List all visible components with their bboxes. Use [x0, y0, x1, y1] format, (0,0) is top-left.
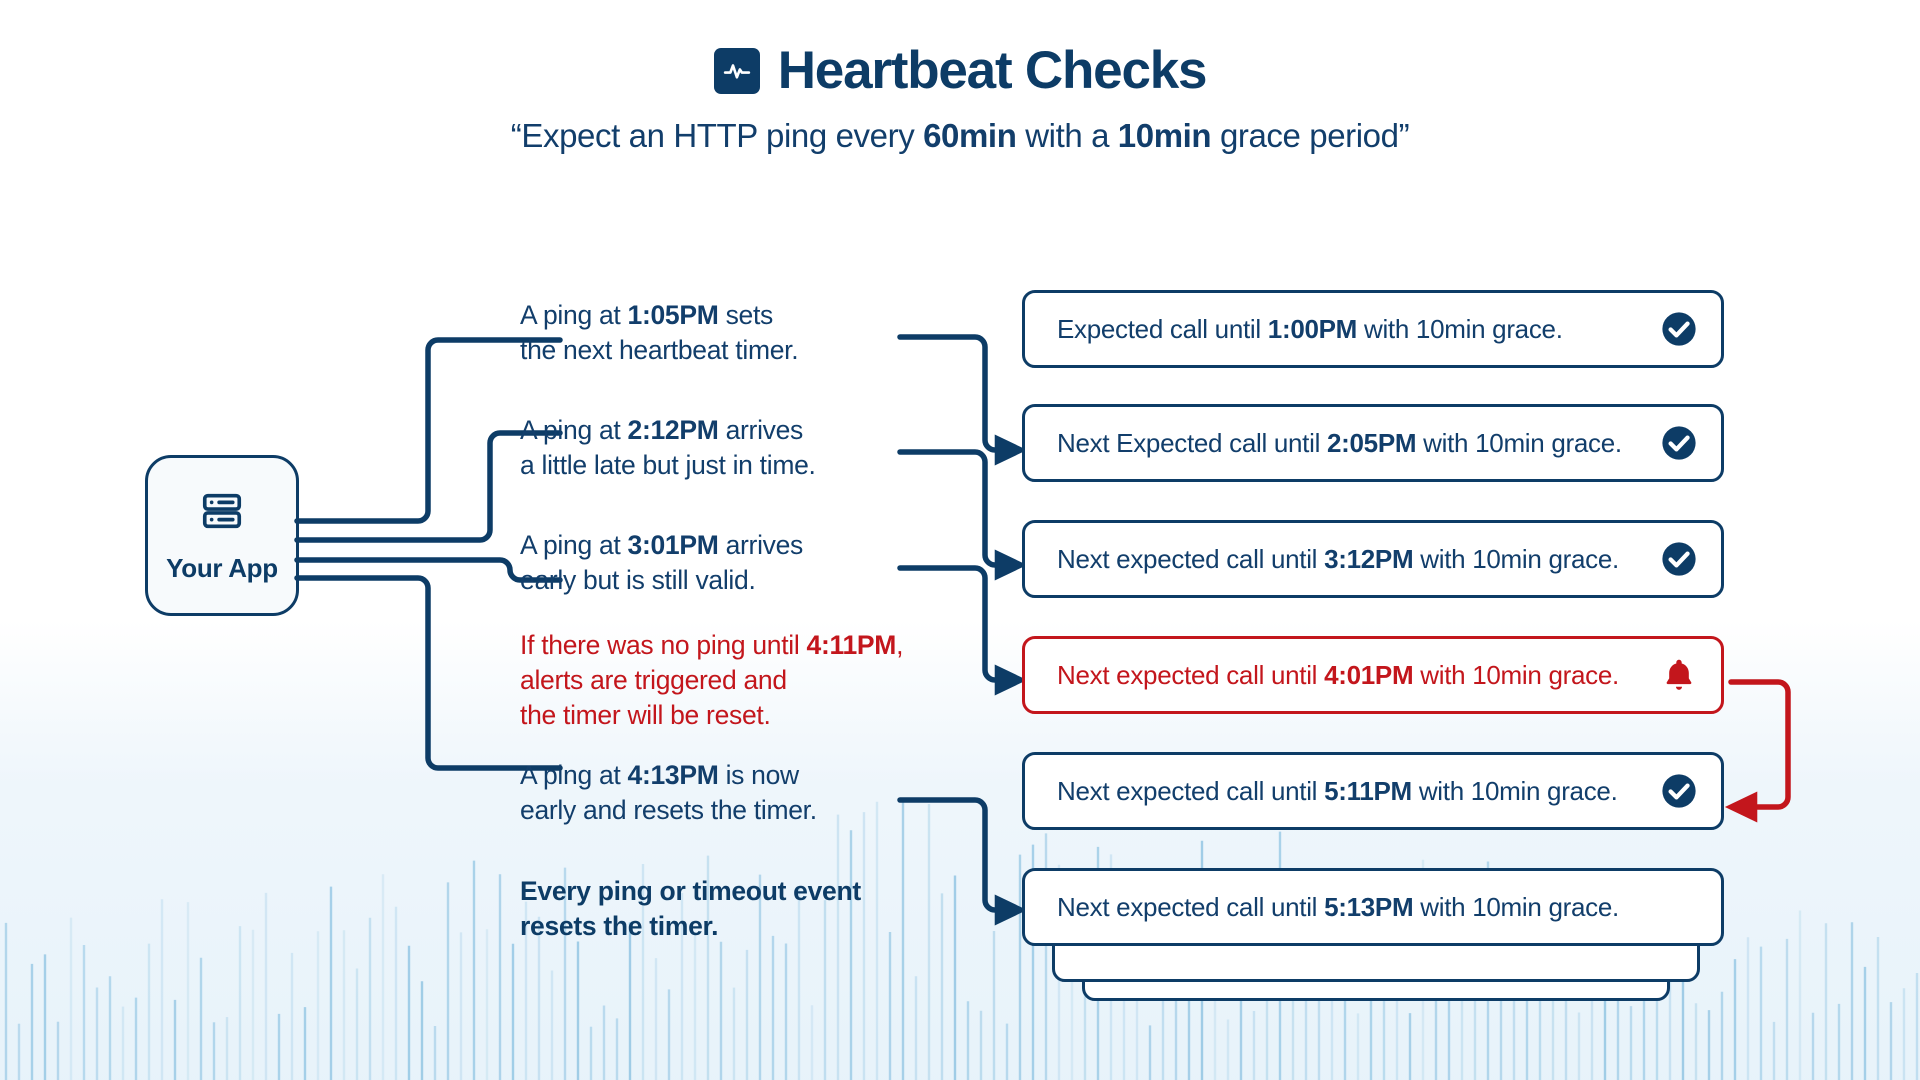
note-text: arrives	[718, 530, 804, 560]
note-text: sets	[718, 300, 774, 330]
subtitle-middle: with a	[1016, 117, 1118, 154]
note-text: A ping at	[520, 415, 628, 445]
note-line: A ping at 2:12PM arrives	[520, 413, 816, 448]
card-message-prefix: Next expected call until	[1057, 543, 1325, 574]
note-emphasis: 3:01PM	[627, 530, 719, 560]
card-deadline-time: 5:13PM	[1324, 891, 1414, 922]
card-message-suffix: with 10min grace.	[1413, 891, 1619, 922]
note-emphasis: Every ping or timeout event	[520, 876, 861, 906]
subtitle-suffix: grace period”	[1211, 117, 1410, 154]
server-icon	[199, 488, 245, 539]
subtitle-interval-value: 60min	[923, 117, 1017, 154]
card-message: Next expected call until 3:12PM with 10m…	[1057, 544, 1659, 575]
bell-alert-icon[interactable]	[1659, 655, 1699, 695]
note-emphasis: 2:12PM	[627, 415, 719, 445]
card-message-prefix: Next Expected call until	[1057, 427, 1327, 458]
note-text: A ping at	[520, 530, 628, 560]
card-message: Next Expected call until 2:05PM with 10m…	[1057, 428, 1659, 459]
note-emphasis: 4:11PM	[806, 630, 897, 660]
note-line: alerts are triggered and	[520, 663, 903, 698]
card-message: Next expected call until 4:01PM with 10m…	[1057, 660, 1659, 691]
wire-note-2-to-card-3	[897, 449, 1028, 581]
note-line: A ping at 1:05PM sets	[520, 298, 798, 333]
heartbeat-pulse-icon	[713, 47, 760, 94]
note-text: is now	[718, 760, 800, 790]
note-text: If there was no ping until	[520, 630, 807, 660]
note-text: early and resets the timer.	[520, 795, 817, 825]
card-expected-513pm[interactable]: Next expected call until 5:13PM with 10m…	[1022, 868, 1724, 946]
check-circle-icon[interactable]	[1659, 309, 1699, 349]
card-message-suffix: with 10min grace.	[1413, 659, 1619, 690]
page-subtitle: “Expect an HTTP ping every 60min with a …	[0, 117, 1920, 155]
note-line: the next heartbeat timer.	[520, 333, 799, 368]
note-text: A ping at	[520, 300, 628, 330]
check-circle-icon[interactable]	[1659, 771, 1699, 811]
card-expected-312pm[interactable]: Next expected call until 3:12PM with 10m…	[1022, 520, 1724, 598]
note-line: A ping at 3:01PM arrives	[520, 528, 803, 563]
note-emphasis: 1:05PM	[627, 300, 719, 330]
card-message-suffix: with 10min grace.	[1416, 427, 1622, 458]
note-text: arrives	[718, 415, 804, 445]
card-expected-511pm[interactable]: Next expected call until 5:11PM with 10m…	[1022, 752, 1724, 830]
note-line: early and resets the timer.	[520, 793, 817, 828]
card-deadline-time: 2:05PM	[1326, 427, 1417, 458]
card-expected-205pm[interactable]: Next Expected call until 2:05PM with 10m…	[1022, 404, 1724, 482]
note-line: Every ping or timeout event	[520, 874, 861, 909]
subtitle-prefix: “Expect an HTTP ping every	[510, 117, 924, 154]
note-emphasis: resets the timer.	[520, 911, 719, 941]
note-line: If there was no ping until 4:11PM,	[520, 628, 903, 663]
page-title: Heartbeat Checks	[777, 41, 1208, 100]
card-message-prefix: Expected call until	[1057, 313, 1268, 344]
card-deadline-time: 3:12PM	[1324, 543, 1414, 574]
subtitle-grace-value: 10min	[1117, 117, 1212, 154]
note-emphasis: 4:13PM	[627, 760, 719, 790]
wire-note-4-to-card-4	[897, 565, 1028, 696]
note-no-ping-411pm: If there was no ping until 4:11PM,alerts…	[520, 628, 903, 733]
note-text: A ping at	[520, 760, 628, 790]
card-message-suffix: with 10min grace.	[1413, 543, 1619, 574]
note-reset-summary: Every ping or timeout event resets the ti…	[520, 874, 861, 944]
card-message-suffix: with 10min grace.	[1411, 775, 1618, 806]
card-message: Next expected call until 5:11PM with 10m…	[1057, 776, 1659, 807]
note-line: the timer will be reset.	[520, 698, 903, 733]
note-line: resets the timer.	[520, 909, 861, 944]
note-text: a little late but just in time.	[520, 450, 816, 480]
wire-note-6-to-card-6	[897, 797, 1028, 926]
card-message-prefix: Next expected call until	[1057, 775, 1325, 806]
note-text: the next heartbeat timer.	[520, 335, 799, 365]
note-text: early but is still valid.	[520, 565, 756, 595]
your-app-node[interactable]: Your App	[145, 455, 299, 616]
wire-note-1-to-card-2	[897, 334, 1028, 466]
check-circle-icon[interactable]	[1659, 539, 1699, 579]
card-message-prefix: Next expected call until	[1057, 659, 1325, 690]
card-deadline-time: 4:01PM	[1324, 659, 1414, 690]
card-message: Next expected call until 5:13PM with 10m…	[1057, 892, 1659, 923]
title-row: Heartbeat Checks	[0, 44, 1920, 97]
card-message: Expected call until 1:00PM with 10min gr…	[1057, 314, 1659, 345]
card-expected-401pm[interactable]: Next expected call until 4:01PM with 10m…	[1022, 636, 1724, 714]
note-line: A ping at 4:13PM is now	[520, 758, 817, 793]
wire-alert-loopback	[1724, 679, 1791, 823]
card-expected-100pm[interactable]: Expected call until 1:00PM with 10min gr…	[1022, 290, 1724, 368]
page-header: Heartbeat Checks “Expect an HTTP ping ev…	[0, 0, 1920, 155]
note-line: early but is still valid.	[520, 563, 803, 598]
card-badge-empty	[1659, 887, 1699, 927]
your-app-label: Your App	[166, 552, 278, 583]
card-message-suffix: with 10min grace.	[1357, 313, 1563, 344]
card-deadline-time: 1:00PM	[1267, 313, 1358, 344]
card-message-prefix: Next expected call until	[1057, 891, 1325, 922]
note-ping-301pm: A ping at 3:01PM arrives early but is st…	[520, 528, 803, 598]
note-text: alerts are triggered and	[520, 665, 787, 695]
check-circle-icon[interactable]	[1659, 423, 1699, 463]
note-line: a little late but just in time.	[520, 448, 816, 483]
note-text: the timer will be reset.	[520, 700, 771, 730]
note-text: ,	[896, 630, 904, 660]
card-deadline-time: 5:11PM	[1324, 775, 1412, 806]
